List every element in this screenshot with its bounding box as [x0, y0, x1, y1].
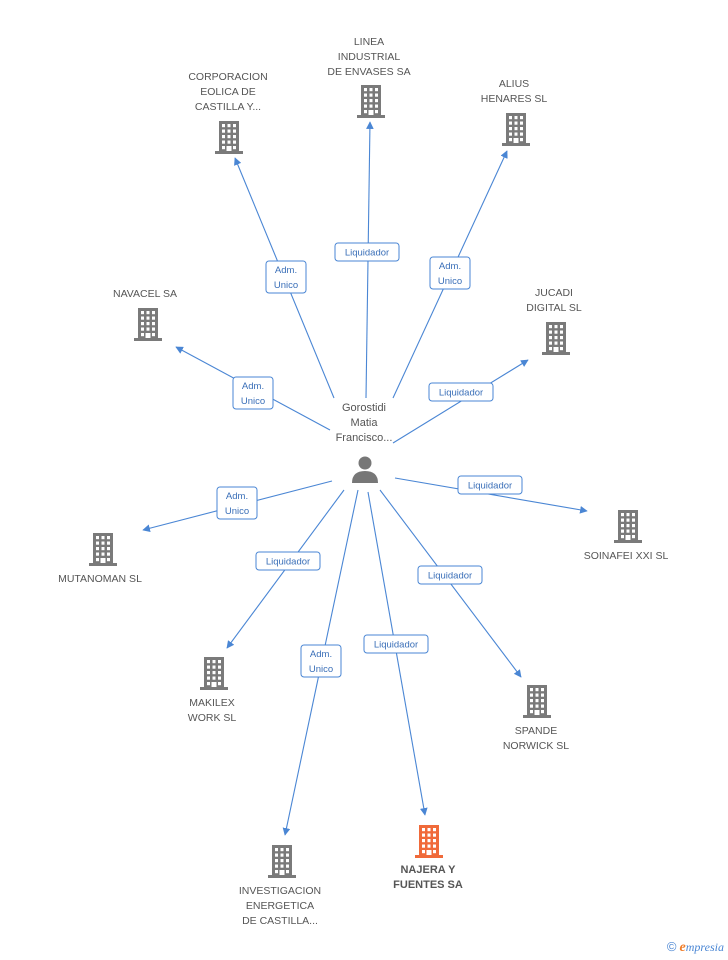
edge-role-badge[interactable]: Adm. Unico [216, 486, 258, 520]
brand-initial: e [679, 940, 686, 955]
building-icon[interactable] [89, 533, 117, 566]
edge-role-badge[interactable]: Liquidador [363, 634, 429, 654]
building-icon[interactable] [357, 85, 385, 118]
company-name[interactable]: ALIUS [499, 78, 529, 90]
company-node-spande[interactable]: SPANDE NORWICK SL [503, 685, 569, 752]
building-icon[interactable] [614, 510, 642, 543]
person-name[interactable]: Gorostidi [342, 402, 386, 414]
company-node-investigacion[interactable]: INVESTIGACION ENERGETICA DE CASTILLA... [239, 845, 321, 927]
company-name[interactable]: DE CASTILLA... [242, 915, 318, 927]
footer-brand[interactable]: © empresia [667, 939, 724, 956]
edge-jucadi: Liquidador [392, 359, 529, 444]
company-name[interactable]: FUENTES SA [393, 879, 463, 891]
edge-role-text: Adm. [439, 261, 461, 272]
edge-spande: Liquidador [379, 489, 522, 678]
company-name[interactable]: JUCADI [535, 287, 573, 299]
nodes-layer: LINEA INDUSTRIAL DE ENVASES SA CORPORACION E… [58, 36, 668, 927]
edge-role-badge[interactable]: Adm. Unico [265, 260, 307, 294]
edge-najera: Liquidador [363, 491, 429, 816]
company-name[interactable]: WORK SL [188, 712, 237, 724]
company-node-makilex[interactable]: MAKILEX WORK SL [188, 657, 237, 724]
edge-alius: Adm. Unico [392, 150, 508, 399]
edge-role-text: Adm. [275, 265, 297, 276]
company-node-mutanoman[interactable]: MUTANOMAN SL [58, 533, 142, 585]
edge-role-text: Liquidador [439, 388, 483, 399]
company-name[interactable]: MAKILEX [189, 697, 235, 709]
company-name[interactable]: LINEA [354, 36, 384, 48]
company-node-jucadi[interactable]: JUCADI DIGITAL SL [526, 287, 582, 355]
edge-role-text: Adm. [226, 491, 248, 502]
edge-role-text: Adm. [310, 649, 332, 660]
edge-role-text: Liquidador [345, 248, 389, 259]
company-node-navacel[interactable]: NAVACEL SA [113, 288, 177, 341]
edge-role-text: Unico [274, 280, 298, 291]
building-icon[interactable] [134, 308, 162, 341]
edge-role-badge[interactable]: Liquidador [417, 565, 483, 585]
person-name[interactable]: Francisco... [336, 432, 393, 444]
copyright-symbol: © [666, 939, 677, 954]
company-node-najera[interactable]: NAJERA Y FUENTES SA [393, 825, 463, 891]
company-node-linea[interactable]: LINEA INDUSTRIAL DE ENVASES SA [327, 36, 411, 118]
edge-corporacion: Adm. Unico [234, 157, 335, 399]
company-name[interactable]: HENARES SL [481, 93, 548, 105]
building-icon[interactable] [268, 845, 296, 878]
edge-investigacion: Adm. Unico [282, 489, 359, 836]
company-node-corporacion[interactable]: CORPORACION EOLICA DE CASTILLA Y... [188, 71, 268, 154]
company-name[interactable]: EOLICA DE [200, 86, 255, 98]
company-name[interactable]: INDUSTRIAL [338, 51, 401, 63]
company-name[interactable]: SPANDE [515, 725, 557, 737]
company-name[interactable]: DE ENVASES SA [327, 66, 410, 78]
edge-role-badge[interactable]: Adm. Unico [300, 644, 342, 678]
center-person[interactable]: GorostidiMatiaFrancisco... [336, 402, 393, 483]
company-node-soinafei[interactable]: SOINAFEI XXI SL [584, 510, 669, 562]
edge-role-badge[interactable]: Liquidador [255, 551, 321, 571]
company-name[interactable]: CORPORACION [188, 71, 267, 83]
edge-role-text: Unico [309, 664, 333, 675]
edge-role-badge[interactable]: Liquidador [428, 382, 494, 402]
edge-mutanoman: Adm. Unico [142, 480, 333, 532]
company-name[interactable]: MUTANOMAN SL [58, 573, 142, 585]
edge-role-badge[interactable]: Liquidador [334, 242, 400, 262]
edge-role-text: Unico [438, 276, 462, 287]
edge-role-text: Unico [241, 396, 265, 407]
building-icon[interactable] [200, 657, 228, 690]
building-icon[interactable] [523, 685, 551, 718]
person-icon[interactable] [352, 456, 378, 484]
edge-role-badge[interactable]: Adm. Unico [232, 376, 274, 410]
edge-role-badge[interactable]: Liquidador [457, 475, 523, 495]
building-icon[interactable] [542, 322, 570, 355]
edge-navacel: Adm. Unico [175, 346, 331, 431]
person-name[interactable]: Matia [351, 417, 379, 429]
edges-layer: LiquidadorAdm.UnicoAdm.UnicoAdm.UnicoLiq… [142, 121, 588, 836]
company-name[interactable]: INVESTIGACION [239, 885, 321, 897]
company-name[interactable]: NORWICK SL [503, 740, 569, 752]
edge-soinafei: Liquidador [394, 475, 588, 514]
edge-role-text: Liquidador [266, 557, 310, 568]
company-name[interactable]: NAJERA Y [400, 864, 456, 876]
edge-role-text: Liquidador [468, 481, 512, 492]
company-name[interactable]: SOINAFEI XXI SL [584, 550, 669, 562]
edge-role-badge[interactable]: Adm. Unico [429, 256, 471, 290]
edge-makilex: Liquidador [226, 489, 345, 649]
brand-name: mpresia [685, 940, 724, 954]
building-icon[interactable] [502, 113, 530, 146]
company-name[interactable]: DIGITAL SL [526, 302, 582, 314]
company-name[interactable]: ENERGETICA [246, 900, 314, 912]
company-name[interactable]: CASTILLA Y... [195, 101, 261, 113]
edge-role-text: Liquidador [374, 640, 418, 651]
edge-role-text: Adm. [242, 381, 264, 392]
company-name[interactable]: NAVACEL SA [113, 288, 177, 300]
building-icon[interactable] [415, 825, 443, 858]
edge-role-text: Unico [225, 506, 249, 517]
edge-linea: Liquidador [334, 121, 400, 399]
company-node-alius[interactable]: ALIUS HENARES SL [481, 78, 548, 146]
edge-role-text: Liquidador [428, 571, 472, 582]
building-icon[interactable] [215, 121, 243, 154]
